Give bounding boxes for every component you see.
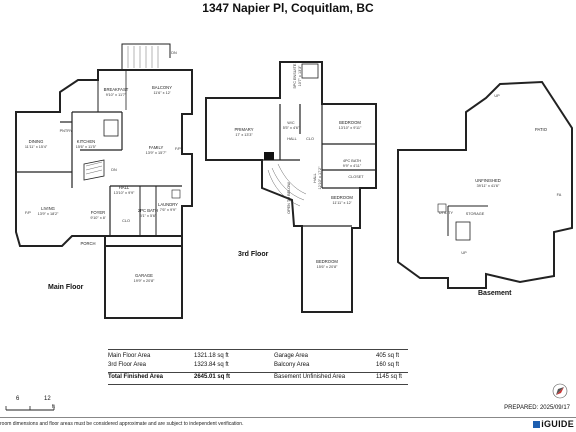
room-living-label: LIVING (41, 206, 55, 211)
room-primary-dims: 17' x 13'3" (235, 133, 253, 137)
scale-12: 12 (44, 396, 51, 402)
room-wic-dims: 5'5" x 4'6" (283, 126, 300, 130)
room-unfinished-label: UNFINISHED (475, 178, 501, 183)
room-foyer-label: FOYER (91, 210, 105, 215)
room-living-dims: 13'9" x 18'2" (38, 212, 59, 216)
room-porch-label: PORCH (80, 241, 95, 246)
stat-balcony-label: Balcony Area (274, 362, 310, 368)
north-arrow-icon (552, 383, 568, 399)
prepared-date: PREPARED: 2025/09/17 (504, 405, 570, 411)
basement-up-top: UP (494, 94, 500, 98)
stat-balcony-value: 160 sq ft (376, 362, 400, 368)
room-family-dims: 13'9" x 15'7" (146, 151, 167, 155)
room-storage-label: STORAGE (466, 212, 485, 216)
room-kitchen-label: KITCHEN (77, 139, 95, 144)
room-breakfast-dims: 9'10" x 11'7" (106, 93, 127, 97)
stat-third-value: 1323.84 sq ft (194, 362, 229, 368)
iguide-logo-icon (533, 421, 541, 428)
room-bedroom-3-label: BEDROOM (316, 259, 338, 264)
stat-total-label: Total Finished Area (108, 374, 164, 380)
room-laundry-dims: 7'6" x 9'9" (160, 208, 177, 212)
room-2pc-bath-dims: 5'1" x 5'6" (140, 214, 157, 218)
room-4pc-bath-label: 4PC BATH (343, 159, 362, 163)
room-2pc-bath-label: 2PC BATH (138, 208, 158, 213)
room-hall-main-dims: 13'10" x 9'9" (114, 191, 135, 195)
stats-bottom-rule (108, 384, 408, 385)
room-hall-main-label: HALL (119, 185, 130, 190)
room-family-label: FAMILY (149, 145, 164, 150)
third-floor-label: 3rd Floor (238, 251, 269, 258)
open-to-below-label: OPEN TO BELOW (287, 182, 291, 214)
basement-plan (397, 80, 573, 289)
room-5pc-ensuite-dims: 10'7" x 13'3" (298, 65, 302, 86)
main-floor-stair-lines (85, 46, 159, 175)
scale-unit: ft (52, 404, 55, 410)
room-bedroom-2-label: BEDROOM (331, 195, 353, 200)
room-kitchen-dims: 15'6" x 11'5" (76, 145, 97, 149)
room-garage-dims: 19'9" x 20'8" (134, 279, 155, 283)
iguide-logo-text: iGUIDE (541, 419, 574, 429)
scale-bar-graphic (5, 406, 55, 411)
stat-garage-value: 405 sq ft (376, 353, 400, 359)
footer-rule (0, 417, 576, 418)
main-stairs-dn: DN (111, 168, 117, 172)
iguide-logo: iGUIDE (533, 419, 574, 429)
room-laundry-label: LAUNDRY (158, 202, 178, 207)
stat-basement-label: Basement Unfinished Area (274, 374, 346, 380)
room-5pc-ensuite-label: 5PC ENSUITE (293, 63, 297, 88)
room-bedroom-3-dims: 15'6" x 20'8" (317, 265, 338, 269)
main-floor-plan (15, 43, 193, 319)
room-unfinished-dims: 39'11" x 41'6" (477, 184, 500, 188)
basement-fa-label: FA (557, 193, 562, 197)
room-4pc-bath-dims: 9'9" x 4'11" (343, 164, 362, 168)
stat-basement-value: 1145 sq ft (376, 374, 402, 380)
room-wic-label: W/C (287, 121, 295, 125)
room-hall-third-label: HALL (313, 173, 317, 183)
disclaimer-text: room dimensions and floor areas must be … (0, 421, 244, 427)
third-closet-label: CLO (306, 137, 314, 141)
room-closet-label: CLOSET (348, 175, 364, 179)
main-family-fireplace: F/P (175, 147, 181, 151)
stat-main-value: 1321.18 sq ft (194, 353, 229, 359)
room-balcony-dims: 11'6" x 12' (153, 91, 170, 95)
room-bedroom-2-dims: 11'11" x 12' (333, 201, 352, 205)
room-dining-dims: 11'11" x 15'4" (25, 145, 48, 149)
stat-garage-label: Garage Area (274, 353, 309, 359)
stats-top-rule (108, 349, 408, 350)
main-closet-label: CLO (122, 219, 130, 223)
balcony-stairs-dn: DN (171, 51, 177, 55)
page-title: 1347 Napier Pl, Coquitlam, BC (202, 1, 374, 15)
main-floor-label: Main Floor (48, 284, 84, 291)
room-bedroom-1-label: BEDROOM (339, 120, 361, 125)
basement-label: Basement (478, 290, 512, 297)
room-breakfast-label: BREAKFAST (104, 87, 129, 92)
main-living-fireplace: F/P (25, 211, 31, 215)
room-bedroom-1-dims: 13'10" x 9'11" (339, 126, 362, 130)
stats-mid-rule (108, 372, 408, 373)
room-balcony-label: BALCONY (152, 85, 172, 90)
room-utility-label: UTILITY (439, 211, 454, 215)
room-foyer-dims: 9'10" x 8' (90, 216, 106, 220)
scale-bar: 6 12 ft (4, 396, 60, 416)
scale-6: 6 (16, 396, 20, 402)
room-dining-label: DINING (29, 139, 44, 144)
room-primary-label: PRIMARY (234, 127, 253, 132)
room-patio-label: PATIO (535, 127, 548, 132)
basement-up-stair: UP (461, 251, 467, 255)
room-hall-third-dims: 12'10" x 17'2" (318, 166, 322, 190)
third-hall-small-label: HALL (287, 137, 297, 141)
room-garage-label: GARAGE (135, 273, 153, 278)
stat-total-value: 2645.01 sq ft (194, 374, 231, 380)
third-floor-plan (205, 61, 377, 313)
room-pantry-label: PNTRY (60, 129, 73, 133)
third-floor-stair-lines (267, 163, 307, 207)
stat-main-label: Main Floor Area (108, 353, 151, 359)
stat-third-label: 3rd Floor Area (108, 362, 147, 368)
